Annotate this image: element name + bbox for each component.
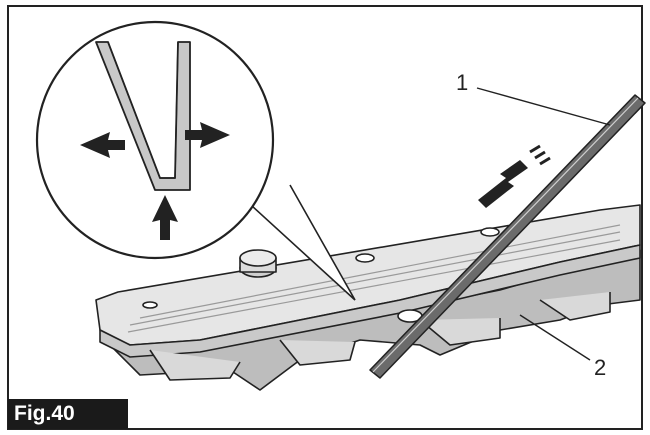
callout-2: 2 (594, 355, 607, 380)
callout-1-leader (476, 87, 611, 126)
arrow-icon (478, 144, 551, 208)
figure-label: Fig.40 (8, 399, 128, 429)
callout-1: 1 (456, 70, 469, 95)
callout-2-leader (519, 314, 591, 361)
arrow-icon (80, 122, 230, 240)
file-rod (369, 94, 646, 379)
magnifier-circle (35, 20, 275, 260)
magnifier-leader (239, 184, 356, 301)
